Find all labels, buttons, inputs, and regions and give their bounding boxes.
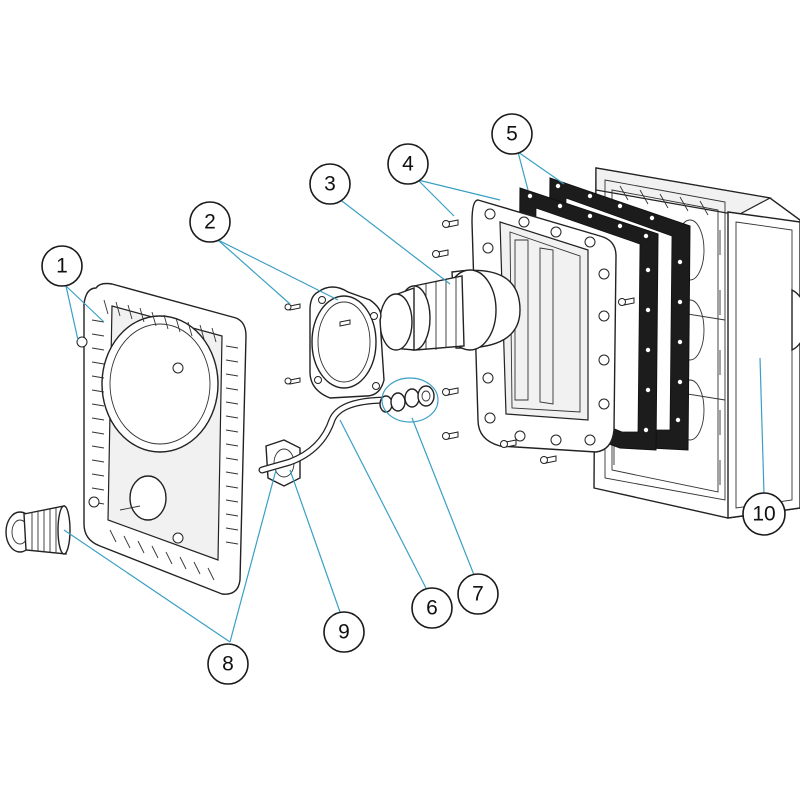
callout-7-label: 7 — [472, 583, 484, 606]
callout-3: 3 — [309, 163, 351, 205]
part-cable-gland — [5, 505, 71, 555]
part-retaining-ring — [284, 286, 385, 399]
callout-10: 10 — [742, 492, 786, 536]
part-mounting-frame — [432, 199, 635, 464]
callout-2-label: 2 — [204, 211, 216, 234]
callout-2: 2 — [189, 201, 231, 243]
callout-1-label: 1 — [56, 255, 68, 278]
callout-5: 5 — [491, 113, 533, 155]
callout-9-label: 9 — [338, 621, 350, 644]
callout-8-label: 8 — [222, 653, 234, 676]
callout-4: 4 — [387, 143, 429, 185]
part-seal-set — [379, 385, 435, 413]
callout-8: 8 — [207, 643, 249, 685]
callout-7: 7 — [457, 573, 499, 615]
part-lamp-unit — [379, 269, 521, 351]
callout-9: 9 — [323, 611, 365, 653]
callout-6: 6 — [411, 587, 453, 629]
leader-lines — [63, 151, 765, 643]
callout-5-label: 5 — [506, 123, 518, 146]
part-cover-plate — [76, 282, 247, 595]
callout-6-label: 6 — [426, 597, 438, 620]
part-cable — [258, 396, 392, 474]
callout-10-label: 10 — [752, 503, 775, 526]
callout-3-label: 3 — [324, 173, 336, 196]
callout-1: 1 — [41, 245, 83, 287]
callout-4-label: 4 — [402, 153, 414, 176]
